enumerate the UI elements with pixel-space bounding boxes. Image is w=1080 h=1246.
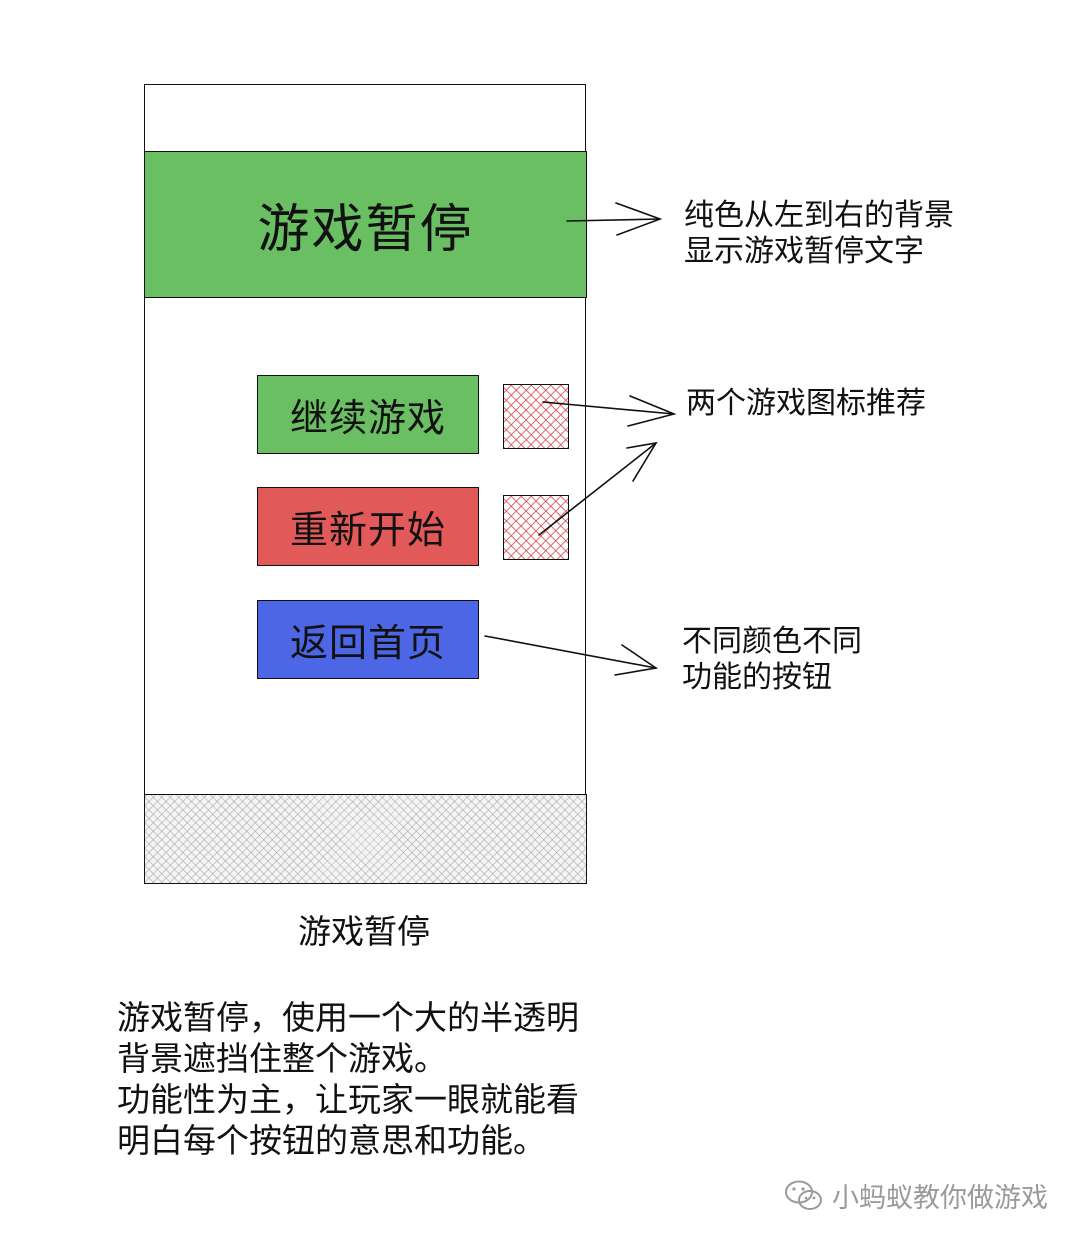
buttons-annotation-line1: 不同颜色不同 [682,624,862,659]
continue-game-label: 继续游戏 [289,396,446,440]
restart-label: 重新开始 [289,508,446,552]
pause-title-bar: 游戏暂停 [144,151,587,298]
continue-game-button[interactable]: 继续游戏 [257,375,479,454]
description-line: 游戏暂停，使用一个大的半透明 [117,998,579,1037]
buttons-annotation: 不同颜色不同 功能的按钮 [682,624,862,696]
icons-annotation-text: 两个游戏图标推荐 [686,386,926,421]
title-arrowhead [615,202,663,236]
watermark: 小蚂蚁教你做游戏 [784,1176,1048,1215]
description-line: 背景遮挡住整个游戏。 [117,1039,447,1078]
icon-arrowhead-2 [626,441,658,482]
buttons-annotation-line2: 功能的按钮 [682,660,832,695]
title-annotation-line2: 显示游戏暂停文字 [684,234,924,269]
icon-arrowhead-1 [627,395,677,427]
mockup-caption: 游戏暂停 [298,912,430,951]
translucent-overlay-area [144,794,587,884]
restart-button[interactable]: 重新开始 [257,487,479,566]
watermark-text: 小蚂蚁教你做游戏 [832,1183,1048,1214]
wechat-icon [785,1180,822,1210]
pause-title-text: 游戏暂停 [257,200,474,260]
title-annotation: 纯色从左到右的背景 显示游戏暂停文字 [684,198,954,270]
recommended-game-icon[interactable] [503,384,569,449]
back-home-label: 返回首页 [289,621,446,665]
buttons-arrowhead [614,644,659,676]
description-line: 功能性为主，让玩家一眼就能看 [117,1080,579,1119]
icons-annotation: 两个游戏图标推荐 [686,386,926,422]
title-annotation-line1: 纯色从左到右的背景 [684,198,954,233]
recommended-game-icon[interactable] [503,495,569,560]
description-line: 明白每个按钮的意思和功能。 [117,1121,546,1160]
description-text: 游戏暂停，使用一个大的半透明 背景遮挡住整个游戏。 功能性为主，让玩家一眼就能看… [117,997,579,1161]
back-home-button[interactable]: 返回首页 [257,600,479,679]
